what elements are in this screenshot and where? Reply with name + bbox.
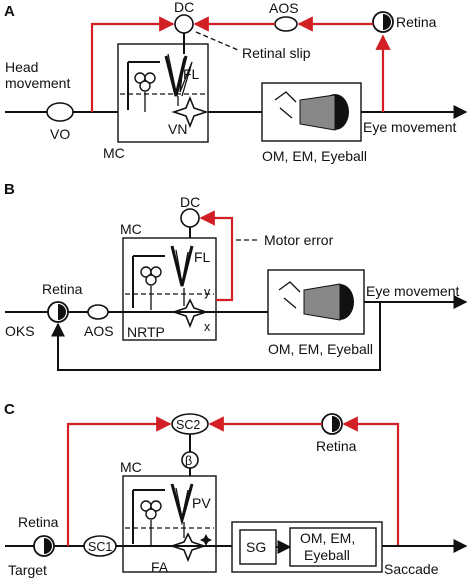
- dc-node-b: [180, 208, 200, 228]
- purkinje-cell-icon-b: [170, 245, 194, 306]
- panel-a: A Head movement VO MC FL VN: [4, 0, 468, 164]
- sc2-label: SC2: [176, 418, 200, 432]
- mc-box-c: [122, 475, 217, 573]
- retina-top-label: Retina: [316, 438, 357, 454]
- head-to-dc-arrow: [90, 16, 175, 112]
- beta-label: β: [185, 454, 192, 468]
- retina-eye-icon-a: [372, 11, 394, 33]
- oks-label: OKS: [5, 323, 35, 339]
- fl-label-b: FL: [194, 249, 211, 265]
- retina-eye-icon-b: [47, 301, 69, 323]
- eye-to-retina-feedback-b: [51, 302, 381, 371]
- retina-eye-icon-c-left: [33, 535, 55, 557]
- panel-a-letter: A: [4, 3, 15, 20]
- panel-c-letter: C: [4, 401, 15, 418]
- retina-eye-icon-c-top: [321, 413, 343, 435]
- mc-label-b: MC: [120, 221, 142, 237]
- sc1-label: SC1: [88, 540, 112, 554]
- retina-label-a: Retina: [396, 14, 437, 30]
- sg-label: SG: [246, 539, 266, 555]
- purkinje-cell-icon-c: [170, 483, 194, 538]
- target-label: Target: [8, 562, 47, 578]
- retina-label-b: Retina: [42, 281, 83, 297]
- saccade-to-retina-arrow: [342, 416, 400, 546]
- granule-cell-icon-c: [132, 489, 165, 546]
- motor-error-feedback-arrow: [199, 210, 234, 302]
- panel-b-letter: B: [4, 181, 15, 198]
- mc-box-a: [117, 43, 209, 143]
- plant-label-a: OM, EM, Eyeball: [262, 148, 367, 164]
- aos-label-a: AOS: [269, 0, 299, 16]
- head-label-1: Head: [5, 59, 38, 75]
- retina-to-sc2-arrow: [66, 416, 172, 546]
- purkinje-cell-icon: [164, 53, 193, 106]
- aos-label-b: AOS: [84, 323, 114, 339]
- plant-label-b: OM, EM, Eyeball: [268, 341, 373, 357]
- eyeball-muscle-icon-a: [274, 91, 349, 131]
- granule-cell-icon: [127, 61, 160, 112]
- aos-node-a: [274, 16, 298, 32]
- vo-label: VO: [50, 126, 70, 142]
- vn-star-cell-icon: [171, 95, 209, 129]
- saccade-label: Saccade: [384, 561, 439, 577]
- vn-label-a: VN: [168, 121, 187, 137]
- aos-node-b: [87, 304, 109, 320]
- plant-label-c-2: Eyeball: [304, 547, 350, 563]
- granule-cell-icon-b: [132, 255, 165, 310]
- x-label-b: x: [204, 320, 211, 334]
- panel-c: C SC2 β Retina MC PV FA: [4, 401, 468, 578]
- vo-node: [46, 102, 74, 122]
- motor-error-label: Motor error: [264, 232, 334, 248]
- dc-node-a: [174, 14, 194, 34]
- om-eyeball-box: [289, 527, 377, 567]
- output-label-b: Eye movement: [366, 283, 459, 299]
- mc-label-c: MC: [120, 459, 142, 475]
- head-label-2: movement: [5, 75, 70, 91]
- dc-label-b: DC: [180, 194, 200, 210]
- plant-label-c-1: OM, EM,: [300, 530, 355, 546]
- dc-label-a: DC: [174, 0, 194, 15]
- output-label-a: Eye movement: [363, 119, 456, 135]
- retinal-slip-label: Retinal slip: [242, 45, 311, 61]
- panel-b: B DC MC FL y x NRTP Mot: [4, 181, 468, 371]
- nrtp-label-b: NRTP: [127, 324, 165, 340]
- pv-label: PV: [192, 495, 211, 511]
- retina-left-label: Retina: [18, 514, 59, 530]
- y-label-b: y: [204, 285, 211, 299]
- mc-label-a: MC: [103, 145, 125, 161]
- fa-label: FA: [151, 559, 169, 575]
- eyeball-muscle-icon-b: [278, 281, 354, 321]
- sg-box: [239, 529, 277, 565]
